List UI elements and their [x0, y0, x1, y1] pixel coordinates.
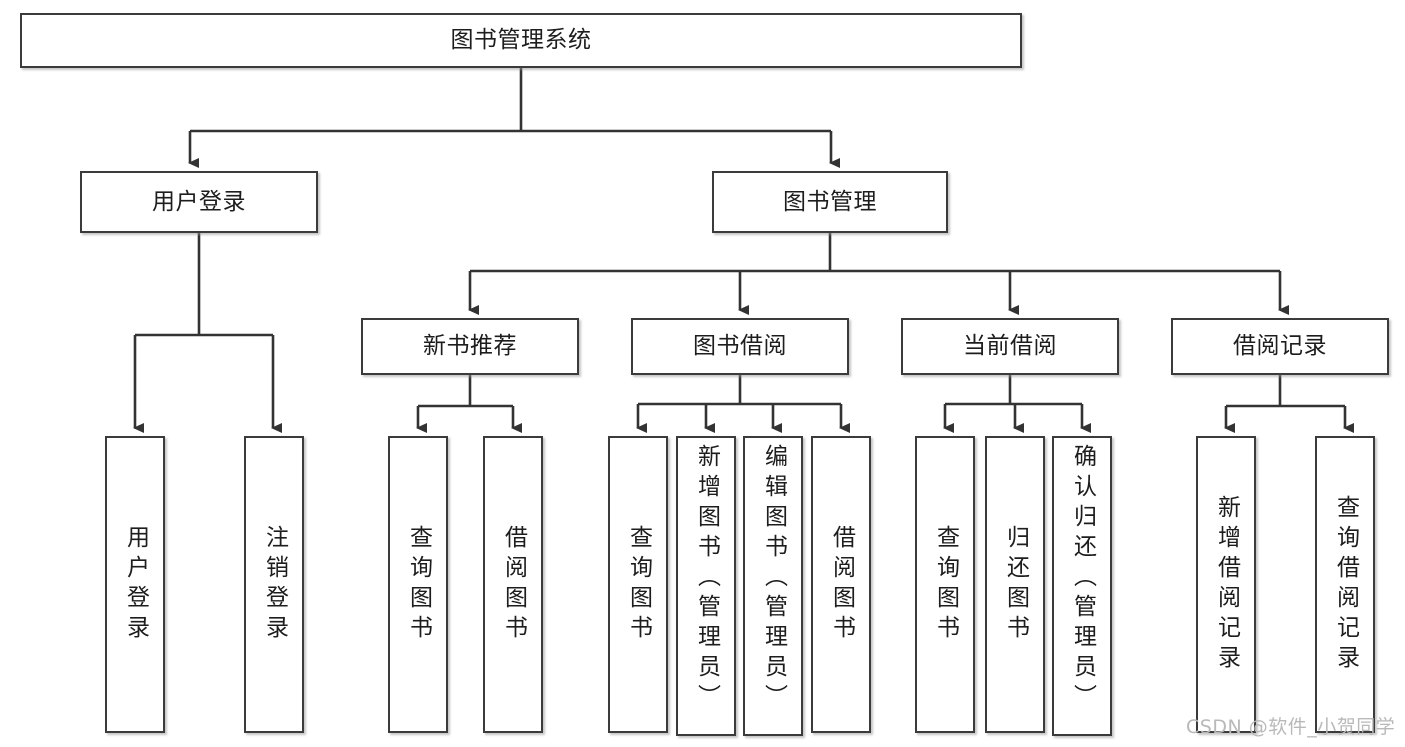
node-leaf-borrow-query-label: 查询图书	[625, 524, 652, 645]
node-leaf-rec-search-label: 查询借阅记录	[1332, 494, 1359, 675]
node-leaf-cur-confirm-label: 确认归还（管理员）	[1069, 444, 1096, 714]
node-leaf-borrow-edit[interactable]: 编辑图书（管理员）	[743, 436, 803, 736]
node-leaf-user-logout[interactable]: 注销登录	[244, 436, 304, 733]
node-current-borrow[interactable]: 当前借阅	[901, 318, 1119, 375]
node-leaf-user-login[interactable]: 用户登录	[105, 436, 165, 733]
node-book-borrow[interactable]: 图书借阅	[631, 318, 849, 375]
node-borrow-record[interactable]: 借阅记录	[1171, 318, 1389, 375]
node-leaf-borrow-do-label: 借阅图书	[828, 524, 855, 645]
node-leaf-rec-add-label: 新增借阅记录	[1213, 494, 1240, 675]
node-root[interactable]: 图书管理系统	[20, 13, 1022, 68]
node-leaf-rec-search[interactable]: 查询借阅记录	[1315, 436, 1375, 733]
node-leaf-cur-query[interactable]: 查询图书	[915, 436, 975, 733]
node-book-manage-label: 图书管理	[783, 188, 877, 215]
node-leaf-rec-borrow-label: 借阅图书	[500, 524, 527, 645]
node-leaf-user-logout-label: 注销登录	[261, 524, 288, 645]
node-book-borrow-label: 图书借阅	[693, 333, 787, 360]
node-leaf-borrow-query[interactable]: 查询图书	[608, 436, 668, 733]
node-leaf-cur-query-label: 查询图书	[932, 524, 959, 645]
node-user-login[interactable]: 用户登录	[80, 171, 318, 233]
node-leaf-cur-return[interactable]: 归还图书	[985, 436, 1045, 733]
node-borrow-record-label: 借阅记录	[1233, 333, 1327, 360]
node-leaf-rec-query[interactable]: 查询图书	[388, 436, 448, 733]
node-leaf-rec-add[interactable]: 新增借阅记录	[1196, 436, 1256, 733]
node-leaf-borrow-add-label: 新增图书（管理员）	[693, 444, 720, 714]
node-leaf-borrow-edit-label: 编辑图书（管理员）	[760, 444, 787, 714]
node-leaf-borrow-do[interactable]: 借阅图书	[811, 436, 871, 733]
csdn-watermark: CSDN @软件_小贺同学	[1186, 716, 1396, 738]
node-leaf-borrow-add[interactable]: 新增图书（管理员）	[676, 436, 736, 736]
node-leaf-cur-return-label: 归还图书	[1002, 524, 1029, 645]
node-leaf-rec-query-label: 查询图书	[405, 524, 432, 645]
node-new-book-rec-label: 新书推荐	[423, 333, 517, 360]
node-leaf-rec-borrow[interactable]: 借阅图书	[483, 436, 543, 733]
node-root-label: 图书管理系统	[450, 27, 592, 54]
node-current-borrow-label: 当前借阅	[963, 333, 1057, 360]
node-leaf-user-login-label: 用户登录	[122, 524, 149, 645]
node-user-login-label: 用户登录	[152, 188, 246, 215]
node-leaf-cur-confirm[interactable]: 确认归还（管理员）	[1052, 436, 1112, 736]
node-book-manage[interactable]: 图书管理	[712, 171, 948, 233]
node-new-book-rec[interactable]: 新书推荐	[361, 318, 579, 375]
